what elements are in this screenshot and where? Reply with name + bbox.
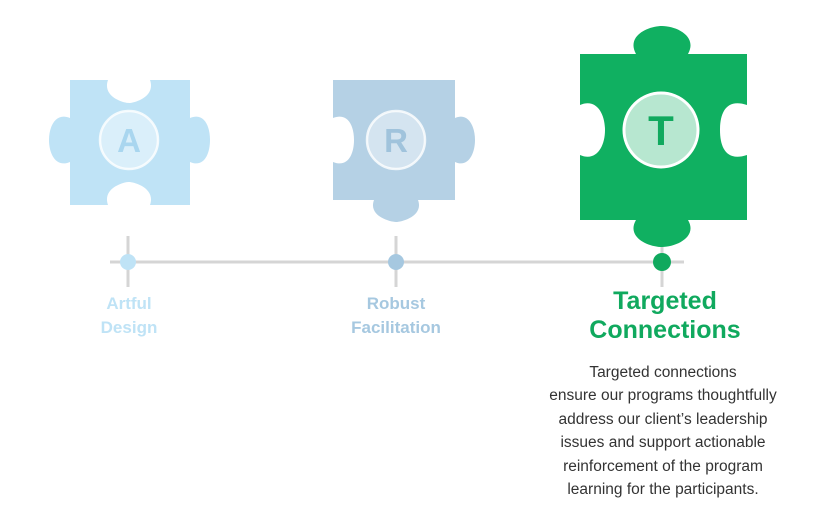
- description-line: Targeted connections: [589, 364, 737, 381]
- step-label-artful-design: Artful Design: [64, 292, 194, 340]
- label-line: Connections: [589, 316, 741, 344]
- label-line: Design: [100, 318, 158, 337]
- description-line: reinforcement of the program: [563, 457, 763, 475]
- label-line: Artful: [106, 294, 152, 313]
- label-line: Facilitation: [351, 318, 441, 337]
- step-label-targeted-connections: Targeted Connections: [560, 287, 770, 345]
- puzzle-piece-icon: [333, 80, 475, 222]
- letter-circle: [98, 109, 160, 171]
- description-line: learning for the participants.: [567, 481, 759, 499]
- letter-t: T: [648, 107, 674, 154]
- letter-circle: [622, 91, 700, 169]
- letter-circle: [365, 109, 427, 171]
- label-line: Targeted: [613, 287, 717, 315]
- timeline-dot: [120, 254, 136, 270]
- description-line: ensure our programs thoughtfully: [549, 387, 777, 405]
- letter-r: R: [384, 122, 408, 159]
- timeline-dot-active: [653, 253, 671, 271]
- step-label-robust-facilitation: Robust Facilitation: [316, 292, 476, 340]
- letter-a: A: [117, 122, 141, 159]
- puzzle-piece-icon: [49, 80, 210, 205]
- timeline-dot: [388, 254, 404, 270]
- description-line: issues and support actionable: [560, 434, 766, 452]
- step-description: Targeted connections ensure our programs…: [523, 361, 803, 501]
- description-line: address our client’s leadership: [558, 410, 768, 428]
- label-line: Robust: [366, 294, 426, 313]
